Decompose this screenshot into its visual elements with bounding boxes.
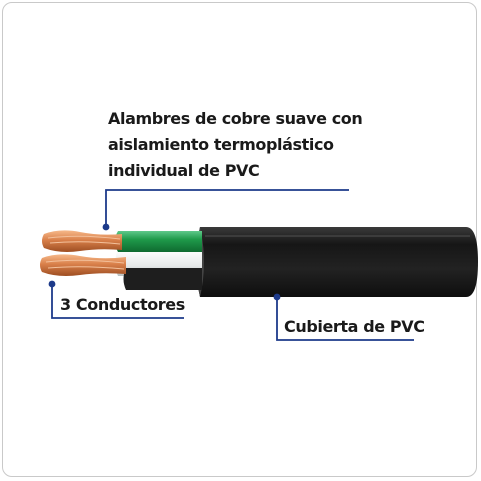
jacket-callout-line bbox=[273, 293, 414, 341]
jacket-label: Cubierta de PVC bbox=[284, 317, 425, 336]
black-conductor bbox=[123, 268, 202, 290]
conductors-callout-line bbox=[48, 280, 184, 319]
conductors-label: 3 Conductores bbox=[60, 295, 185, 314]
wires-label-line-1: Alambres de cobre suave con bbox=[108, 109, 363, 128]
copper-strands-upper bbox=[42, 230, 122, 252]
wires-callout-line bbox=[102, 189, 349, 231]
pvc-jacket bbox=[196, 227, 478, 297]
copper-strands-lower bbox=[40, 254, 126, 276]
wires-label-line-3: individual de PVC bbox=[108, 161, 260, 180]
green-conductor bbox=[115, 231, 202, 252]
wires-label-line-2: aislamiento termoplástico bbox=[108, 135, 334, 154]
